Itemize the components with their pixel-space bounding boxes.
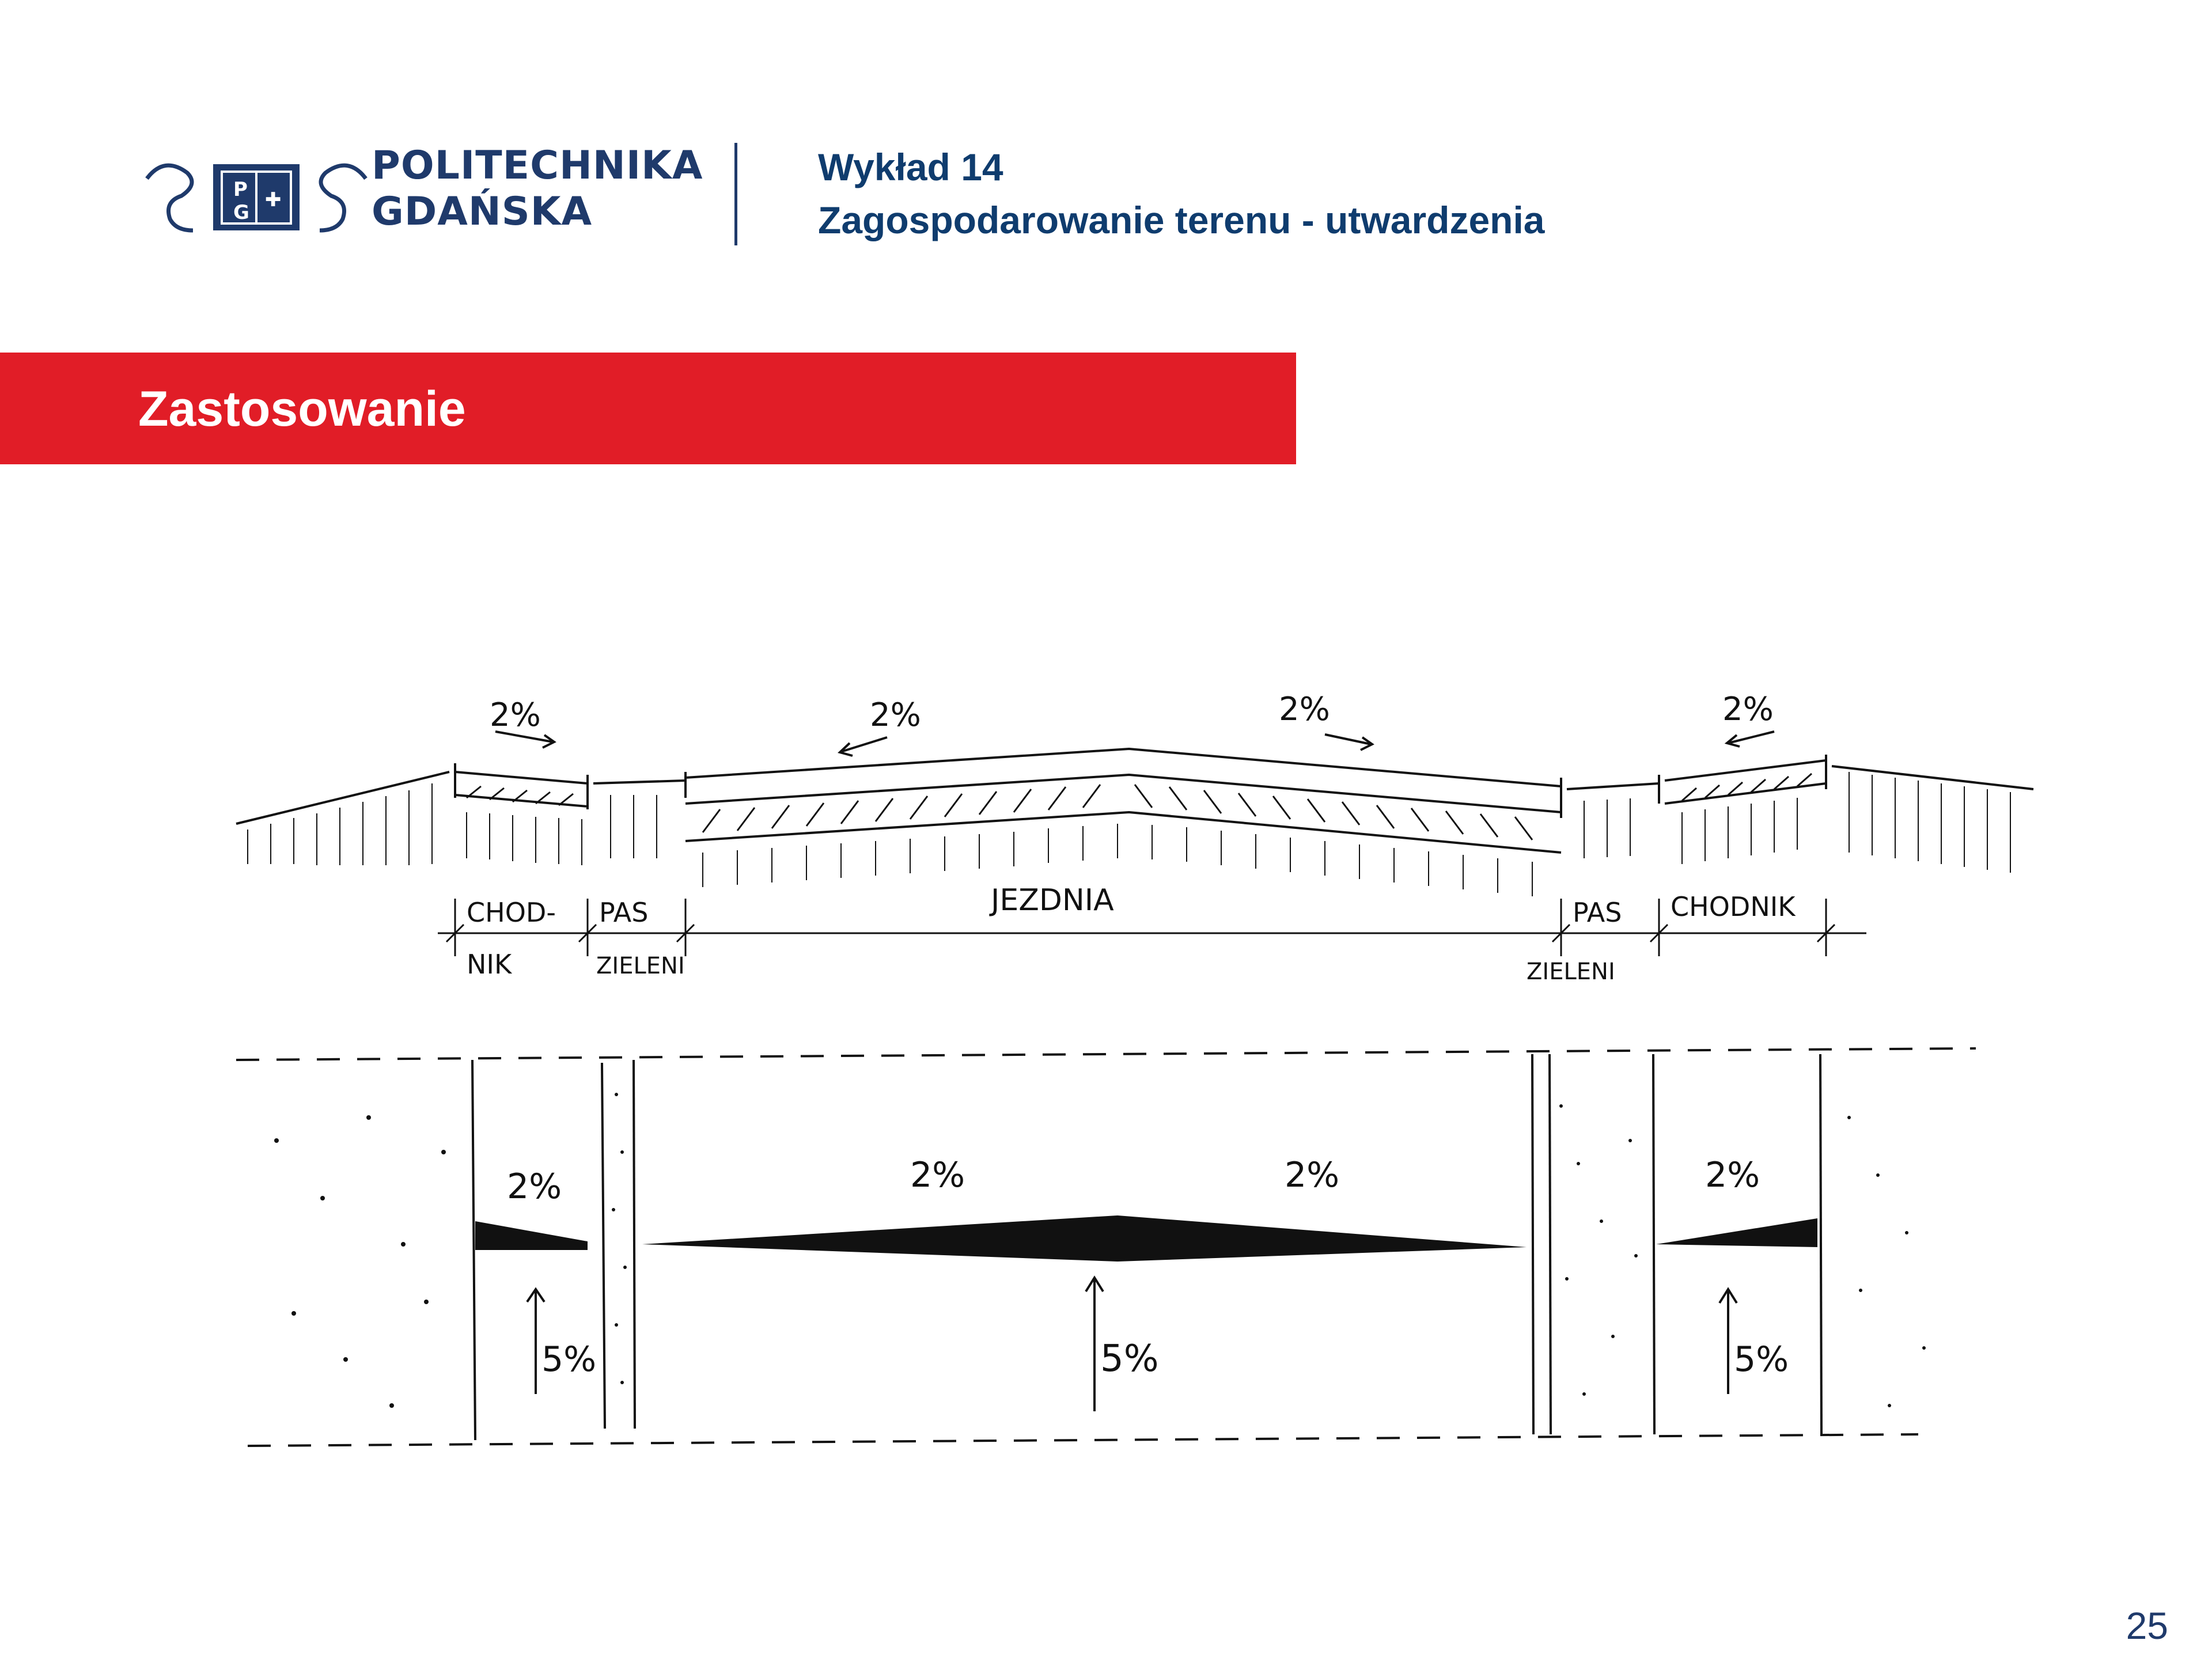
zone-label-green-left-2: ZIELENI [596,953,685,979]
soil-hatching [247,772,2011,896]
zone-label-road: JEZDNIA [989,883,1114,918]
dimension-line [438,899,1866,956]
zone-label-sidewalk-right: CHODNIK [1671,891,1796,922]
plan-long-slope-road: 5% [1100,1338,1159,1380]
plan-slope-road-right: 2% [1285,1155,1339,1195]
logo-line-1: POLITECHNIKA [372,143,703,188]
slope-label-sidewalk-right: 2% [1722,691,1774,728]
logo-line-2: GDAŃSKA [372,189,593,234]
lecture-heading: Wykład 14 Zagospodarowanie terenu - utwa… [818,141,1545,247]
slope-label-sidewalk-left: 2% [490,696,541,734]
svg-text:✚: ✚ [265,188,282,211]
cross-section [236,747,2034,854]
zone-label-green-right-2: ZIELENI [1527,959,1615,985]
slope-label-road-left: 2% [870,696,921,734]
page-number: 25 [2126,1604,2168,1647]
long-slope-arrows [526,1275,1738,1411]
slope-arrows [495,730,1775,757]
zone-label-green-right: PAS [1573,897,1622,928]
section-title: Zastosowanie [138,381,466,437]
zone-label-sidewalk-left-2: NIK [467,949,513,980]
cross-slope-wedges [475,1215,1817,1262]
plan-slope-sidewalk-left: 2% [507,1166,562,1207]
plan-slope-sidewalk-right: 2% [1705,1155,1760,1195]
logo-wordmark: POLITECHNIKA GDAŃSKA [372,143,703,235]
zone-label-green-left: PAS [599,897,648,928]
plan-slope-road-left: 2% [910,1155,965,1195]
plan-long-slope-left: 5% [541,1339,596,1380]
pavement-hatching [466,772,1812,840]
road-cross-section-sketch: 2% 2% 2% 2% CHOD- PAS JEZDNIA PAS CHODNI… [236,691,2034,1447]
plan-view [236,1047,1976,1447]
pg-logo-icon: P G ✚ [145,163,368,233]
lecture-number: Wykład 14 [818,146,1003,188]
slope-label-road-right: 2% [1279,691,1330,728]
ground-left [236,771,450,825]
plan-long-slope-right: 5% [1734,1339,1789,1380]
section-banner [0,353,1296,464]
lecture-subtitle: Zagospodarowanie terenu - utwardzenia [818,199,1545,241]
stippling [274,1093,1926,1408]
header-divider [734,143,737,245]
zone-label-sidewalk-left: CHOD- [467,897,556,928]
svg-text:P: P [233,178,248,201]
svg-text:G: G [233,201,249,224]
ground-right [1831,765,2034,790]
